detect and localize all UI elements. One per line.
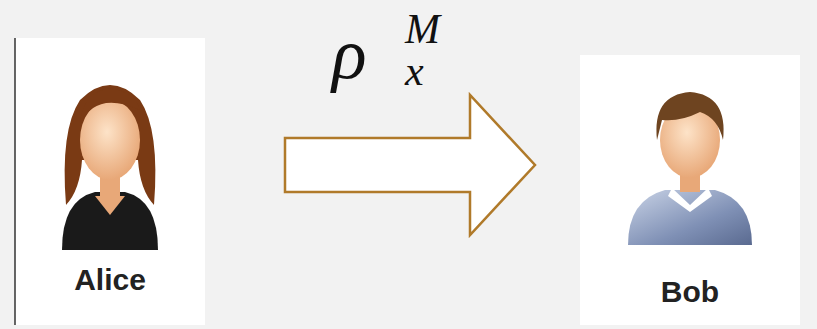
person-name: Alice <box>74 263 146 297</box>
panel <box>580 55 800 325</box>
bob-icon <box>628 92 752 245</box>
person-box: Alice <box>15 38 205 325</box>
superscript: M <box>405 8 440 50</box>
person-box: Bob <box>580 55 800 325</box>
state-symbol: ρ <box>332 18 367 90</box>
subscript: x <box>405 50 424 92</box>
edge-line <box>14 38 16 325</box>
block-arrow <box>285 95 535 235</box>
alice-icon <box>62 85 158 250</box>
panel <box>15 38 205 325</box>
person-name: Bob <box>661 275 719 309</box>
